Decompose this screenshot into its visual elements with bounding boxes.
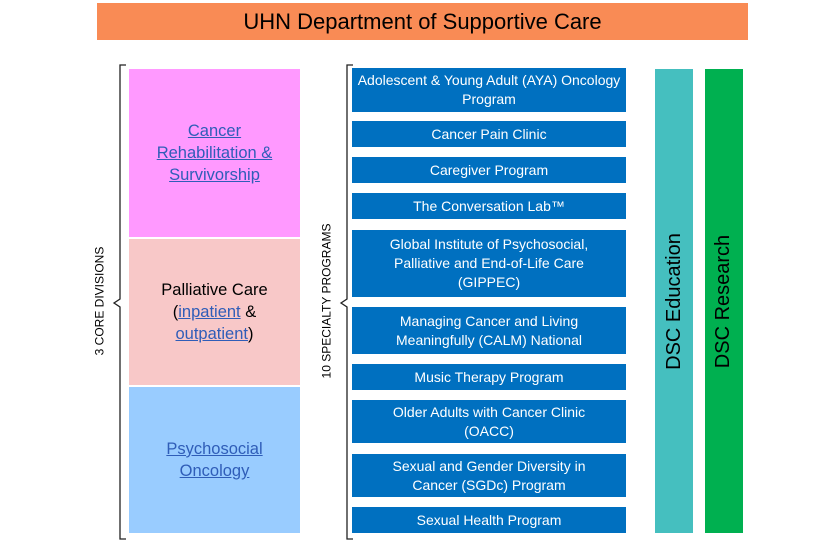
core-divisions-brace	[112, 64, 126, 540]
program-gippec: Global Institute of Psychosocial, Pallia…	[352, 230, 626, 297]
specialty-programs-brace	[339, 64, 353, 540]
specialty-programs-label: 10 SPECIALTY PROGRAMS	[318, 223, 333, 379]
inpatient-link[interactable]: inpatient	[178, 303, 241, 321]
dsc-education-label: DSC Education	[662, 232, 685, 370]
program-music-therapy: Music Therapy Program	[352, 364, 626, 390]
program-conversation-lab: The Conversation Lab™	[352, 193, 626, 219]
division-psychosocial: Psychosocial Oncology	[129, 387, 300, 533]
program-calm: Managing Cancer and Living Meaningfully …	[352, 307, 626, 354]
division-palliative: Palliative Care (inpatient & outpatient)	[129, 239, 300, 385]
program-cancer-pain-clinic: Cancer Pain Clinic	[352, 121, 626, 147]
core-divisions-label: 3 CORE DIVISIONS	[91, 246, 106, 356]
program-oacc: Older Adults with Cancer Clinic (OACC)	[352, 400, 626, 443]
palliative-and: &	[240, 303, 257, 321]
program-aya: Adolescent & Young Adult (AYA) Oncology …	[352, 68, 626, 112]
division-cancer-rehab: Cancer Rehabilitation & Survivorship	[129, 69, 300, 237]
program-sexual-health: Sexual Health Program	[352, 507, 626, 533]
dsc-research-label: DSC Research	[712, 234, 735, 368]
outpatient-link[interactable]: outpatient	[175, 325, 248, 343]
program-sgdc: Sexual and Gender Diversity in Cancer (S…	[352, 454, 626, 497]
dsc-education-bar: DSC Education	[655, 69, 693, 533]
cancer-rehab-link[interactable]: Cancer Rehabilitation & Survivorship	[156, 122, 273, 184]
dsc-research-bar: DSC Research	[705, 69, 743, 533]
psychosocial-link[interactable]: Psychosocial Oncology	[166, 440, 263, 480]
program-caregiver: Caregiver Program	[352, 157, 626, 183]
department-title: UHN Department of Supportive Care	[97, 3, 748, 40]
palliative-suffix: )	[247, 325, 254, 343]
palliative-prefix: Palliative Care (	[161, 281, 268, 321]
